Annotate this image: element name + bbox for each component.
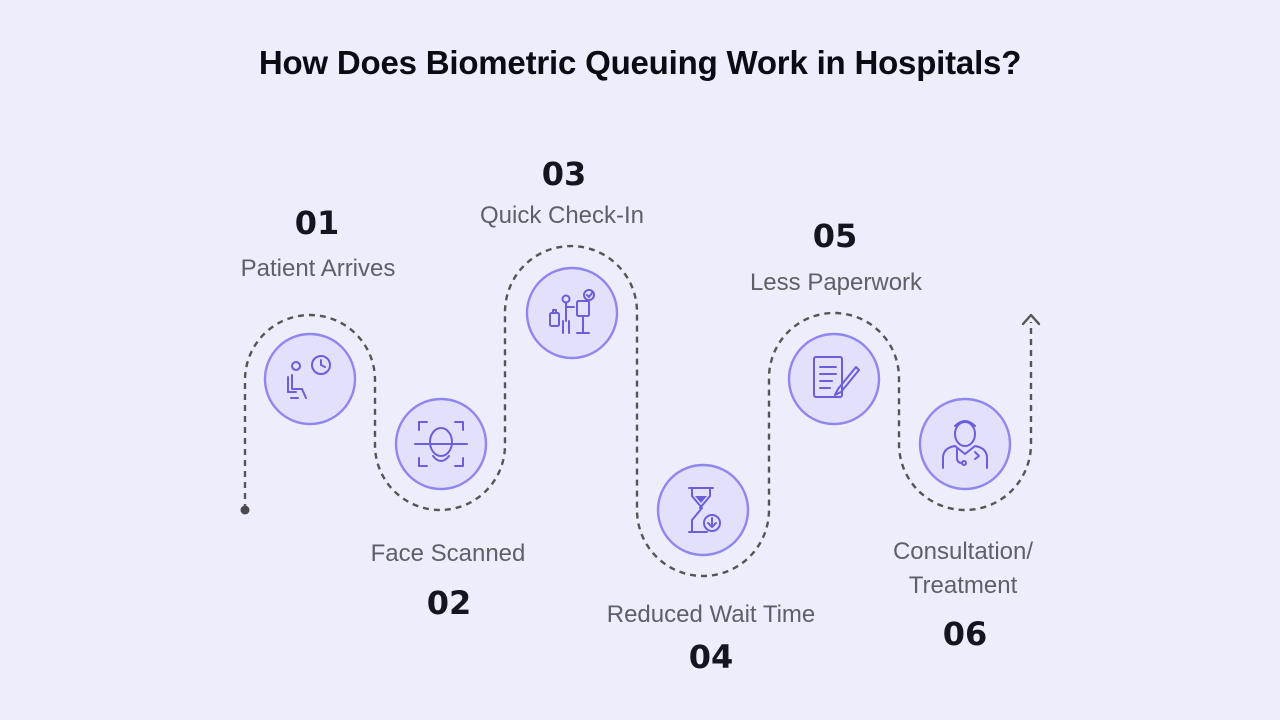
step-02-node	[394, 397, 488, 491]
step-05-node	[787, 332, 881, 426]
step-04-label: Reduced Wait Time	[606, 601, 816, 628]
step-03-label: Quick Check-In	[479, 202, 645, 229]
document-pen-icon	[813, 356, 860, 398]
step-05-number: 05	[812, 217, 858, 255]
hourglass-down-icon	[688, 487, 721, 533]
step-02-number: 02	[426, 584, 472, 622]
step-04-node	[656, 463, 750, 557]
step-06-node	[918, 397, 1012, 491]
waiting-patient-clock-icon	[287, 355, 331, 399]
step-06-label-line1: Consultation/	[892, 538, 1034, 565]
page-title: How Does Biometric Queuing Work in Hospi…	[258, 44, 1022, 81]
face-scan-icon	[414, 421, 468, 467]
step-03-number: 03	[541, 155, 587, 193]
flow-start-dot	[240, 505, 250, 515]
step-06-label-line2: Treatment	[908, 572, 1018, 599]
doctor-icon	[942, 420, 988, 469]
step-06-label: Consultation/ Treatment	[823, 535, 1103, 603]
step-05-label: Less Paperwork	[749, 269, 923, 296]
step-04-number: 04	[688, 638, 734, 676]
step-03-node	[525, 266, 619, 360]
dashed-flow-path	[243, 244, 1033, 578]
step-02-label: Face Scanned	[370, 540, 526, 567]
check-in-kiosk-icon	[549, 289, 595, 334]
flow-end-arrow-icon	[1021, 313, 1041, 326]
step-01-number: 01	[294, 204, 340, 242]
step-06-number: 06	[942, 615, 988, 653]
step-01-label: Patient Arrives	[240, 255, 396, 282]
step-01-node	[263, 332, 357, 426]
